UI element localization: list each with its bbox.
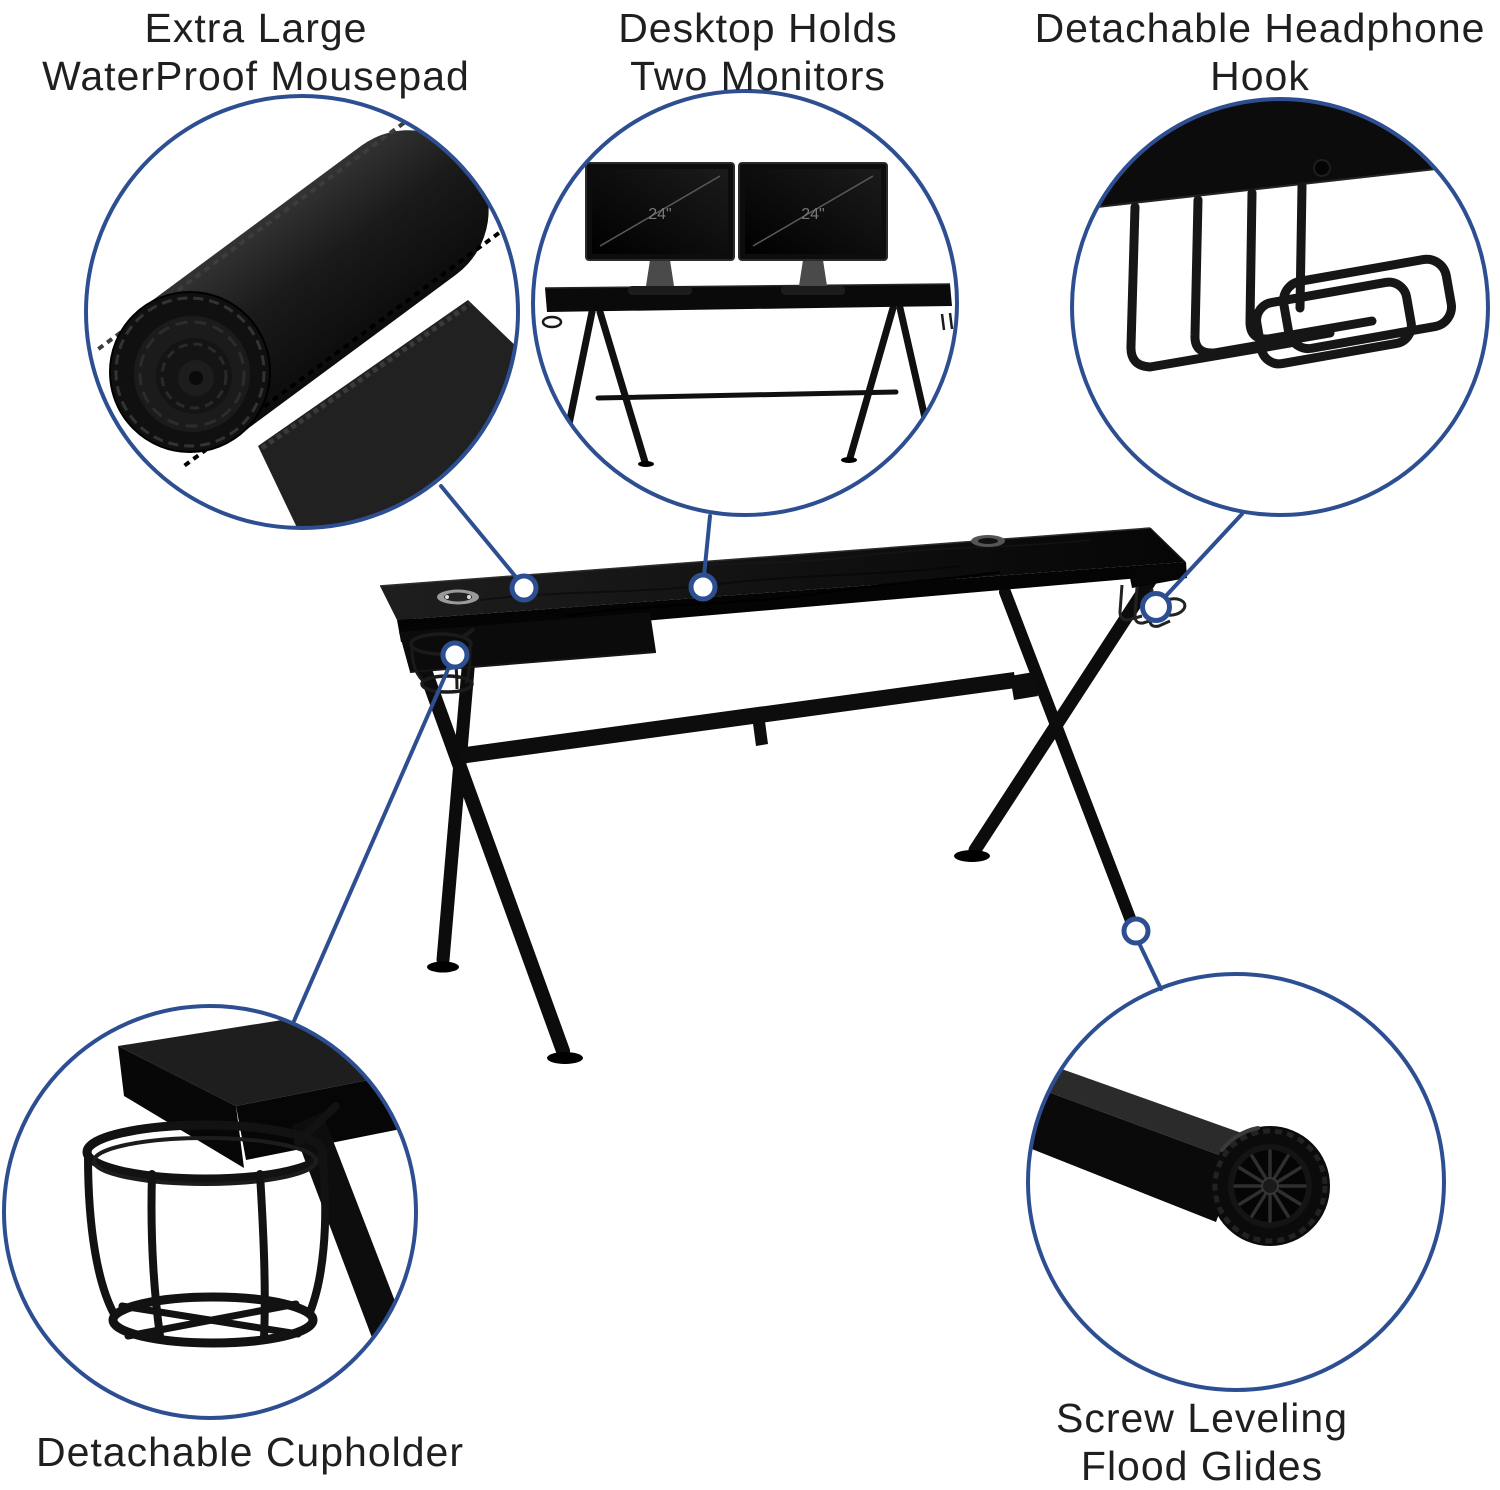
callout-label-monitors: Desktop Holds Two Monitors <box>548 4 968 100</box>
cable-grommet-left <box>437 589 479 605</box>
marker-monitors <box>688 572 718 602</box>
monitor-right: 24" <box>738 162 888 261</box>
monitor-left: 24" <box>585 162 735 261</box>
callout-label-line: Detachable Cupholder <box>36 1429 464 1475</box>
leveling-glide-icon <box>1028 1062 1330 1246</box>
callout-label-headphone-hook: Detachable Headphone Hook <box>1020 4 1500 100</box>
wire-cupholder-icon <box>82 1014 416 1380</box>
callout-label-line: Two Monitors <box>630 53 886 99</box>
connector-lines <box>292 484 1244 1023</box>
feature-circle-monitors: 24" 24" <box>531 89 959 517</box>
gaming-desk <box>379 527 1187 1064</box>
feature-circle-cupholder <box>2 1004 418 1420</box>
desk-headphone-hook <box>1118 584 1187 628</box>
connector-cupholder <box>292 665 451 1023</box>
marker-flood-glides <box>1121 916 1151 946</box>
desktop-slab <box>379 527 1187 673</box>
callout-label-flood-glides: Screw Leveling Flood Glides <box>1002 1394 1402 1490</box>
desk-stretcher <box>458 672 1038 764</box>
marker-mousepad <box>509 573 539 603</box>
connector-headphone-hook <box>1162 512 1244 600</box>
callout-label-line: WaterProof Mousepad <box>42 53 470 99</box>
mousepad-seam <box>564 570 1001 618</box>
callout-circle-flood-glides <box>1026 972 1446 1392</box>
dual-monitor-desk-icon: 24" 24" <box>541 162 954 473</box>
marker-cupholder <box>440 640 470 670</box>
callout-circle-headphone-hook <box>1070 97 1490 517</box>
callout-label-cupholder: Detachable Cupholder <box>8 1428 492 1476</box>
cable-grommet-right <box>971 535 1005 547</box>
callout-label-line: Hook <box>1210 53 1310 99</box>
connector-mousepad <box>439 484 522 584</box>
callout-label-line: Screw Leveling <box>1055 1395 1349 1441</box>
feature-circle-mousepad <box>84 94 520 530</box>
monitor-size-label-left: 24" <box>648 206 671 223</box>
callout-label-line: Extra Large <box>144 5 368 51</box>
connector-monitors <box>702 514 712 578</box>
feature-circle-flood-glides <box>1026 972 1446 1392</box>
connector-flood-glides <box>1137 941 1163 991</box>
wire-headphone-hook-icon <box>1072 99 1488 372</box>
callout-label-line: Detachable Headphone <box>1034 5 1486 51</box>
callout-circle-mousepad <box>84 94 520 530</box>
callout-markers <box>440 572 1172 946</box>
callout-circle-monitors <box>531 89 959 517</box>
callout-label-mousepad: Extra Large WaterProof Mousepad <box>10 4 502 100</box>
callout-circle-cupholder <box>2 1004 418 1420</box>
callout-label-line: Desktop Holds <box>618 5 898 51</box>
feature-circle-headphone-hook <box>1070 97 1490 517</box>
monitor-size-label-right: 24" <box>801 206 824 223</box>
marker-headphone-hook <box>1140 591 1172 623</box>
rolled-mousepad-icon <box>97 109 518 528</box>
callout-label-line: Flood Glides <box>1080 1443 1324 1489</box>
